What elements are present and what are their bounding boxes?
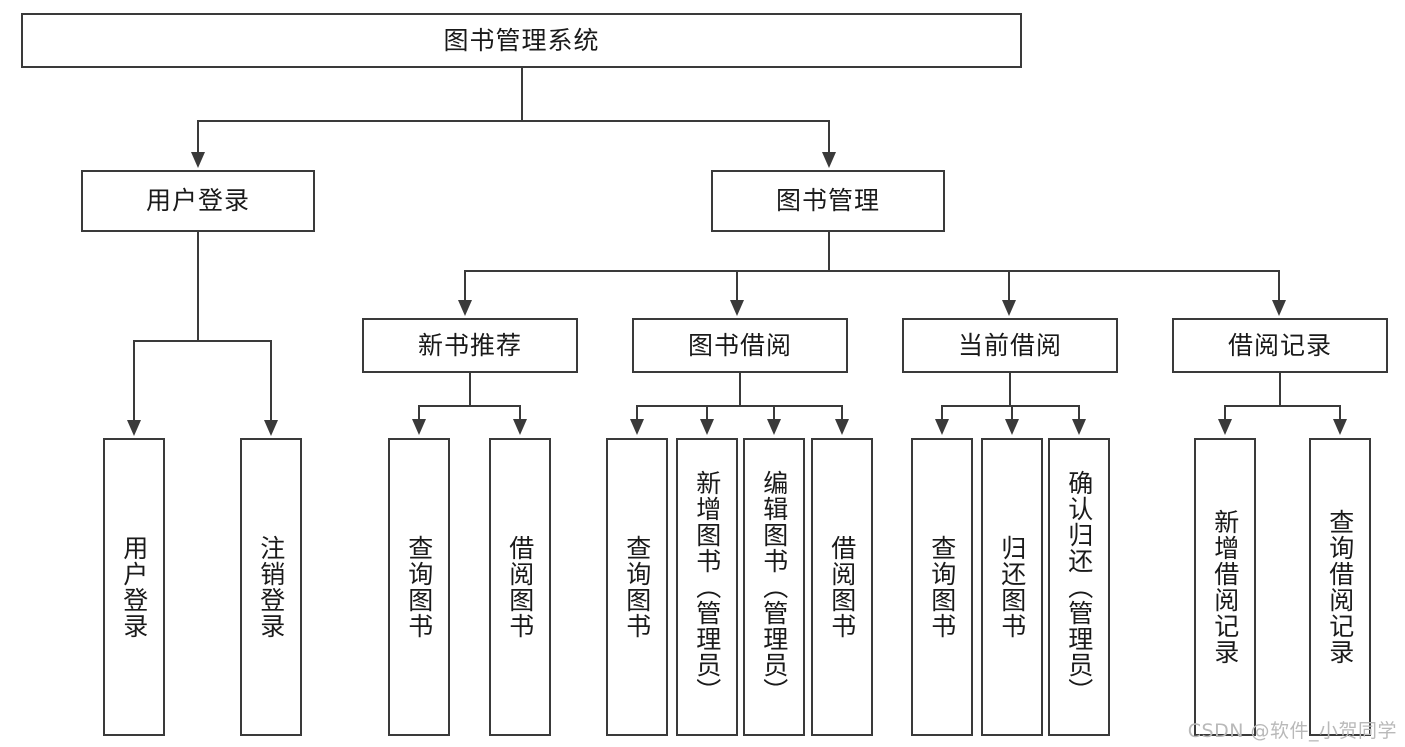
node-label: 当前借阅 <box>957 330 1062 360</box>
connector-new-book-recommend-bus <box>418 405 521 407</box>
node-label: 注销登录 <box>256 535 286 639</box>
node-leaf-return-book[interactable]: 归还图书 <box>981 438 1043 736</box>
connector-user-login-to-leaf-2 <box>270 340 272 422</box>
connector-root-to-book-management <box>828 120 830 154</box>
connector-book-management-stem <box>828 232 830 272</box>
arrowhead-to-leaf-query-book-2 <box>630 419 644 435</box>
node-leaf-confirm-return[interactable]: 确认归还（管理员） <box>1048 438 1110 736</box>
connector-user-login-bus <box>133 340 271 342</box>
connector-cb-child-1 <box>941 405 943 421</box>
arrowhead-to-leaf-return-book <box>1005 419 1019 435</box>
arrowhead-to-leaf-user-login <box>127 420 141 436</box>
connector-nbr-child-1 <box>418 405 420 421</box>
connector-book-borrow-bus <box>636 405 843 407</box>
node-label: 确认归还（管理员） <box>1064 470 1094 704</box>
arrowhead-to-current-borrow <box>1002 300 1016 316</box>
connector-user-login-stem <box>197 232 199 342</box>
connector-bb-child-2 <box>706 405 708 421</box>
connector-current-borrow-stem <box>1009 373 1011 407</box>
node-leaf-query-book-1[interactable]: 查询图书 <box>388 438 450 736</box>
node-leaf-query-book-3[interactable]: 查询图书 <box>911 438 973 736</box>
node-leaf-query-book-2[interactable]: 查询图书 <box>606 438 668 736</box>
node-label: 查询图书 <box>927 535 957 639</box>
connector-bb-child-1 <box>636 405 638 421</box>
arrowhead-to-leaf-add-book <box>700 419 714 435</box>
connector-cb-child-3 <box>1078 405 1080 421</box>
node-label: 新书推荐 <box>417 330 522 360</box>
connector-br-child-2 <box>1339 405 1341 421</box>
arrowhead-to-leaf-borrow-book-1 <box>513 419 527 435</box>
arrowhead-to-leaf-borrow-book-2 <box>835 419 849 435</box>
arrowhead-to-book-management <box>822 152 836 168</box>
connector-nbr-child-2 <box>519 405 521 421</box>
node-label: 图书借阅 <box>687 330 792 360</box>
connector-borrow-record-stem <box>1279 373 1281 407</box>
node-current-borrow[interactable]: 当前借阅 <box>902 318 1118 373</box>
connector-cb-child-2 <box>1011 405 1013 421</box>
node-label: 查询图书 <box>404 535 434 639</box>
connector-bb-child-3 <box>773 405 775 421</box>
node-label: 用户登录 <box>119 535 149 639</box>
connector-root-bus <box>197 120 829 122</box>
connector-to-book-borrow <box>736 270 738 302</box>
node-root-book-management-system[interactable]: 图书管理系统 <box>21 13 1022 68</box>
connector-root-stem <box>521 68 523 120</box>
node-leaf-add-borrow-record[interactable]: 新增借阅记录 <box>1194 438 1256 736</box>
arrowhead-to-leaf-logout-login <box>264 420 278 436</box>
connector-book-borrow-stem <box>739 373 741 407</box>
arrowhead-to-leaf-add-borrow-record <box>1218 419 1232 435</box>
node-leaf-borrow-book-1[interactable]: 借阅图书 <box>489 438 551 736</box>
node-leaf-edit-book[interactable]: 编辑图书（管理员） <box>743 438 805 736</box>
connector-bb-child-4 <box>841 405 843 421</box>
node-leaf-logout-login[interactable]: 注销登录 <box>240 438 302 736</box>
arrowhead-to-user-login <box>191 152 205 168</box>
node-label: 编辑图书（管理员） <box>759 470 789 704</box>
connector-to-new-book-recommend <box>464 270 466 302</box>
arrowhead-to-leaf-query-book-3 <box>935 419 949 435</box>
connector-book-management-bus <box>464 270 1280 272</box>
arrowhead-to-book-borrow <box>730 300 744 316</box>
node-label: 借阅记录 <box>1227 330 1332 360</box>
node-label: 借阅图书 <box>505 535 535 639</box>
node-leaf-borrow-book-2[interactable]: 借阅图书 <box>811 438 873 736</box>
arrowhead-to-leaf-confirm-return <box>1072 419 1086 435</box>
node-user-login[interactable]: 用户登录 <box>81 170 315 232</box>
connector-br-child-1 <box>1224 405 1226 421</box>
connector-new-book-recommend-stem <box>469 373 471 407</box>
node-leaf-user-login[interactable]: 用户登录 <box>103 438 165 736</box>
arrowhead-to-new-book-recommend <box>458 300 472 316</box>
connector-borrow-record-bus <box>1224 405 1341 407</box>
node-label: 借阅图书 <box>827 535 857 639</box>
arrowhead-to-borrow-record <box>1272 300 1286 316</box>
node-leaf-add-book[interactable]: 新增图书（管理员） <box>676 438 738 736</box>
arrowhead-to-leaf-query-borrow-record <box>1333 419 1347 435</box>
node-label: 新增借阅记录 <box>1210 509 1240 665</box>
node-label: 查询图书 <box>622 535 652 639</box>
connector-to-current-borrow <box>1008 270 1010 302</box>
connector-current-borrow-bus <box>941 405 1080 407</box>
node-label: 图书管理系统 <box>443 25 600 55</box>
node-borrow-record[interactable]: 借阅记录 <box>1172 318 1388 373</box>
csdn-watermark: CSDN @软件_小贺同学 <box>1187 720 1397 742</box>
node-label: 归还图书 <box>997 535 1027 639</box>
connector-user-login-to-leaf-1 <box>133 340 135 422</box>
node-label: 查询借阅记录 <box>1325 509 1355 665</box>
node-label: 用户登录 <box>145 186 250 216</box>
node-book-borrow[interactable]: 图书借阅 <box>632 318 848 373</box>
connector-root-to-user-login <box>197 120 199 154</box>
node-label: 新增图书（管理员） <box>692 470 722 704</box>
connector-to-borrow-record <box>1278 270 1280 302</box>
node-label: 图书管理 <box>775 186 880 216</box>
node-new-book-recommend[interactable]: 新书推荐 <box>362 318 578 373</box>
arrowhead-to-leaf-query-book-1 <box>412 419 426 435</box>
node-leaf-query-borrow-record[interactable]: 查询借阅记录 <box>1309 438 1371 736</box>
node-book-management[interactable]: 图书管理 <box>711 170 945 232</box>
arrowhead-to-leaf-edit-book <box>767 419 781 435</box>
